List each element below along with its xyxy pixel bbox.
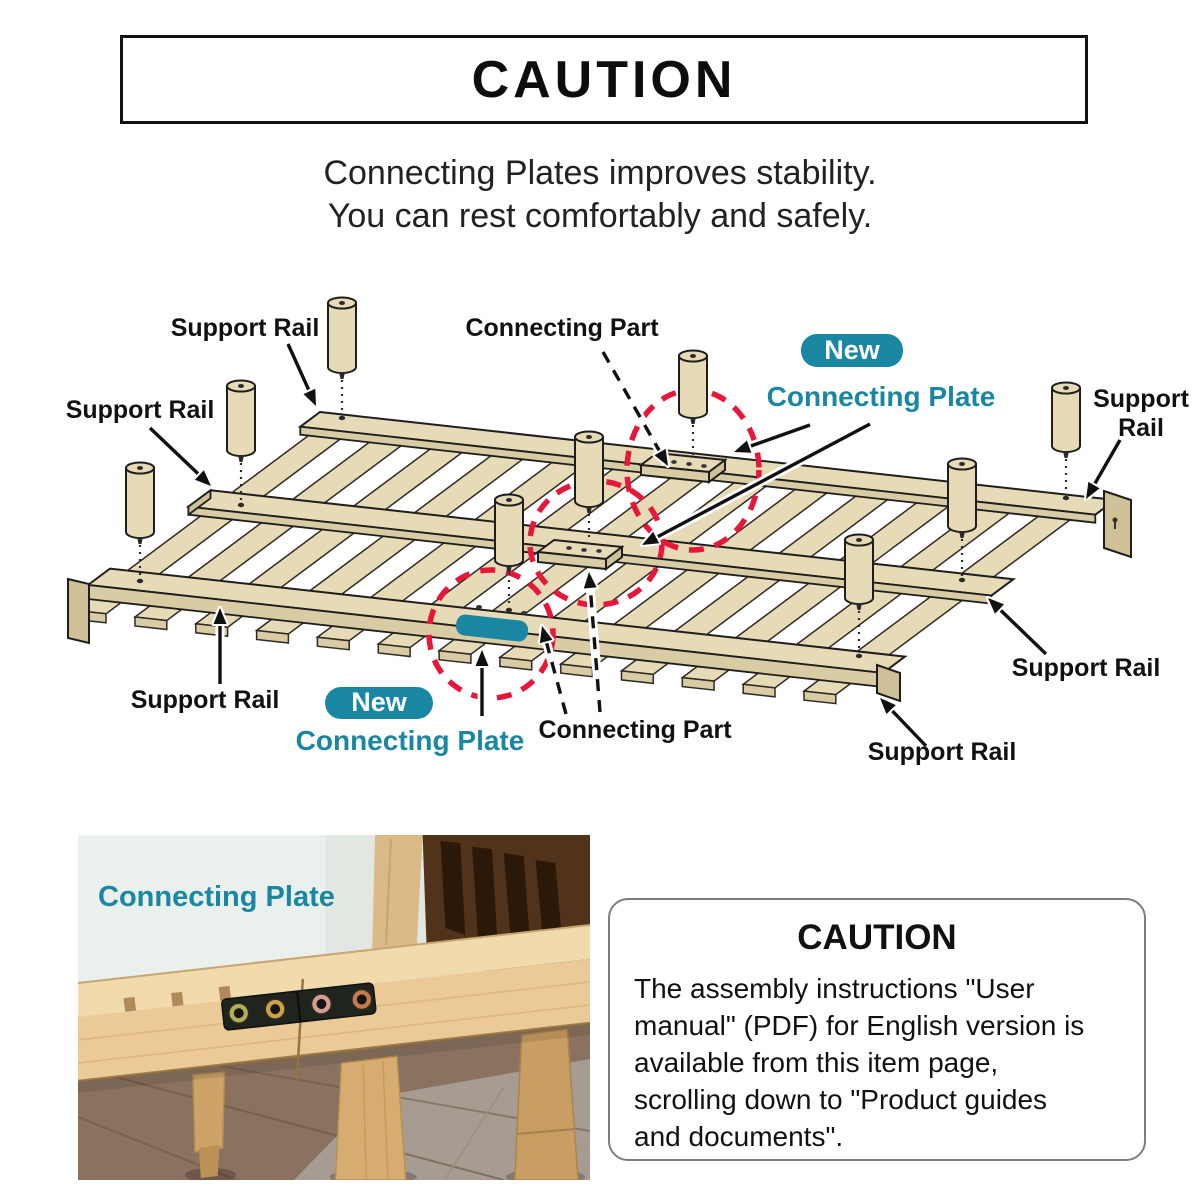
leg-cylinder: [1051, 387, 1081, 453]
plate-bolt-hole: [316, 998, 327, 1009]
annotation-arrows: [145, 339, 1125, 751]
photo-slat-gap: [123, 997, 137, 1015]
caution-title: CAUTION: [471, 50, 737, 109]
label-support-rail-upper-left: Support Rail: [66, 396, 215, 424]
plate-bolt-hole: [356, 994, 367, 1005]
leg-cylinders: [125, 296, 1081, 659]
subtitle-line2: You can rest comfortably and safely.: [327, 197, 873, 235]
caution-note-line: and documents".: [634, 1121, 844, 1152]
new-badge-top: [801, 334, 903, 367]
label-support-rail-right-line2: Rail: [1118, 414, 1164, 442]
caution-header-box: CAUTION: [120, 35, 1088, 124]
photo-headboard-post: [372, 835, 423, 950]
leg-cylinder: [494, 499, 524, 567]
diagram-generated-art: [67, 296, 1132, 751]
label-connecting-plate-bottom: Connecting Plate: [296, 725, 525, 756]
new-badge-bottom-label: New: [351, 687, 408, 717]
new-badge-top-label: New: [824, 335, 881, 365]
photo-right-leg: [513, 1028, 579, 1180]
photo-left-leg: [192, 1071, 226, 1153]
label-connecting-part-top: Connecting Part: [465, 314, 659, 342]
caution-note-line: scrolling down to "Product guides: [634, 1084, 1048, 1115]
caution-note-box: CAUTION The assembly instructions "User …: [608, 898, 1146, 1161]
photo-left-leg-foot: [198, 1145, 220, 1178]
label-support-rail-lower-left: Support Rail: [131, 686, 280, 714]
leg-cylinder: [574, 436, 604, 508]
label-support-rail-right-line1: Support: [1093, 385, 1189, 413]
product-photo: Connecting Plate: [78, 835, 590, 1180]
photo-center-leg: [334, 1055, 407, 1180]
photo-connecting-plate: [221, 982, 377, 1031]
leg-cylinder: [125, 467, 155, 539]
photo-leg-grain: [382, 1061, 389, 1180]
leg-cylinder: [947, 463, 977, 533]
connecting-part-blocks: [535, 451, 728, 571]
photo-headboard-slot: [440, 841, 466, 935]
photo-headboard-slot: [472, 847, 498, 949]
photo-illustration: [78, 835, 590, 1180]
photo-post-grain: [385, 838, 392, 946]
photo-leg-grain: [362, 1064, 367, 1180]
caution-note-line: The assembly instructions "User: [634, 973, 1035, 1004]
photo-rail-bottom-edge: [78, 1021, 590, 1083]
photo-rail-grain: [78, 1004, 590, 1064]
subtitle-line1: Connecting Plates improves stability.: [323, 154, 877, 192]
caution-note-line: manual" (PDF) for English version is: [634, 1010, 1085, 1041]
subtitle: Connecting Plates improves stability. Yo…: [0, 152, 1200, 238]
label-support-rail-top: Support Rail: [171, 314, 320, 342]
label-support-rail-bottom-right: Support Rail: [868, 738, 1017, 766]
leg-cylinder: [327, 302, 357, 374]
photo-caption: Connecting Plate: [98, 881, 335, 913]
connecting-plate-seam: [296, 990, 302, 1023]
new-badge-bottom: [325, 687, 433, 719]
caution-note-line: available from this item page,: [634, 1047, 999, 1078]
photo-rail-front: [78, 959, 590, 1081]
label-connecting-plate-top: Connecting Plate: [767, 381, 996, 412]
leg-cylinder: [844, 539, 874, 605]
label-connecting-part-bottom: Connecting Part: [538, 716, 732, 744]
plate-bolt-hole: [270, 1004, 281, 1015]
plate-bolt-hole: [233, 1008, 244, 1019]
photo-rail-shadow: [78, 1023, 590, 1093]
leg-cylinder: [226, 385, 256, 457]
photo-floor-seam: [78, 1066, 505, 1180]
photo-leg-joint: [516, 1128, 575, 1135]
caution-note-title: CAUTION: [797, 918, 957, 957]
diagram-labels: Support Rail Support Rail Connecting Par…: [66, 314, 1190, 766]
photo-slat-top: [78, 925, 590, 1017]
leg-cylinder: [678, 355, 708, 419]
label-support-rail-mid-right: Support Rail: [1012, 654, 1161, 682]
connecting-plate-highlight: [455, 614, 529, 642]
photo-slat-edge: [78, 924, 590, 984]
photo-floor-seam: [443, 1086, 505, 1180]
